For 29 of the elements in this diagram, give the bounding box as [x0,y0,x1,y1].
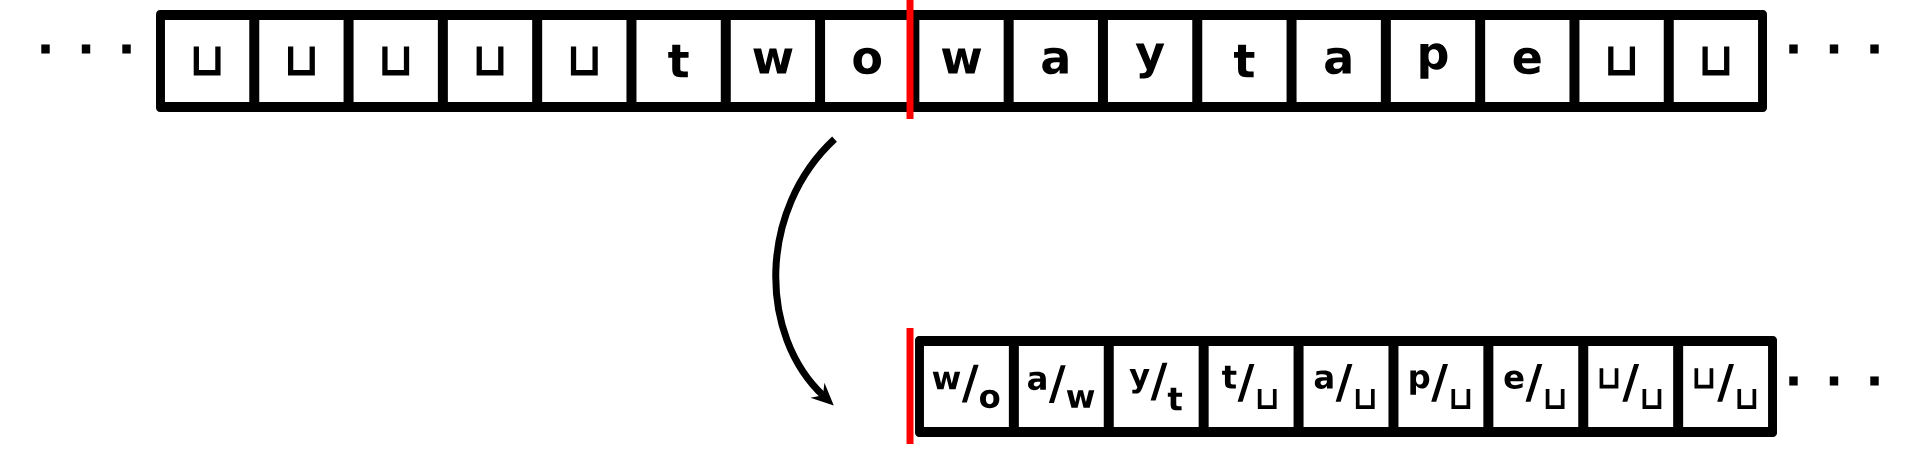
tape-cell: w [919,20,1004,102]
tape-cell: y [1107,20,1193,102]
tape-cell: ⊔ [259,20,344,102]
ellipsis: . . . [1789,44,1879,54]
tape-cell: $^{a}$/$_{w}$ [1018,346,1104,427]
tape-cell: ⊔ [1579,20,1664,102]
tape-cell: $^{t}$/$_{⊔}$ [1208,346,1294,427]
tape-cell: a [1296,20,1381,102]
tape-cell: ⊔ [542,20,627,102]
tape-cell: ⊔ [447,20,533,102]
tape-cell: t [636,20,721,102]
tape-cell: o [825,20,910,102]
tape-cell: $^{⊔}$/$_{⊔}$ [1683,346,1769,427]
tape-cell: a [1013,20,1098,102]
tape-cell: ⊔ [353,20,438,102]
ellipsis: . . . [1789,376,1879,386]
tape-cell: $^{e}$/$_{⊔}$ [1493,346,1579,427]
tape-cell: t [1202,20,1287,102]
ellipsis: . . . [41,44,131,54]
tape-cell: ⊔ [1673,20,1759,102]
tape-cell: $^{y}$/$_{t}$ [1113,346,1199,427]
tape-cell: ⊔ [164,20,250,102]
tape-cell: $^{p}$/$_{⊔}$ [1398,346,1484,427]
tape-cell: p [1390,20,1476,102]
tape-cell: w [730,20,816,102]
tape-cell: $^{⊔}$/$_{⊔}$ [1588,346,1674,427]
tape-cell: $^{w}$/$_{o}$ [923,346,1009,427]
tape-cell: $^{a}$/$_{⊔}$ [1303,346,1389,427]
tape-cell: e [1485,20,1570,102]
